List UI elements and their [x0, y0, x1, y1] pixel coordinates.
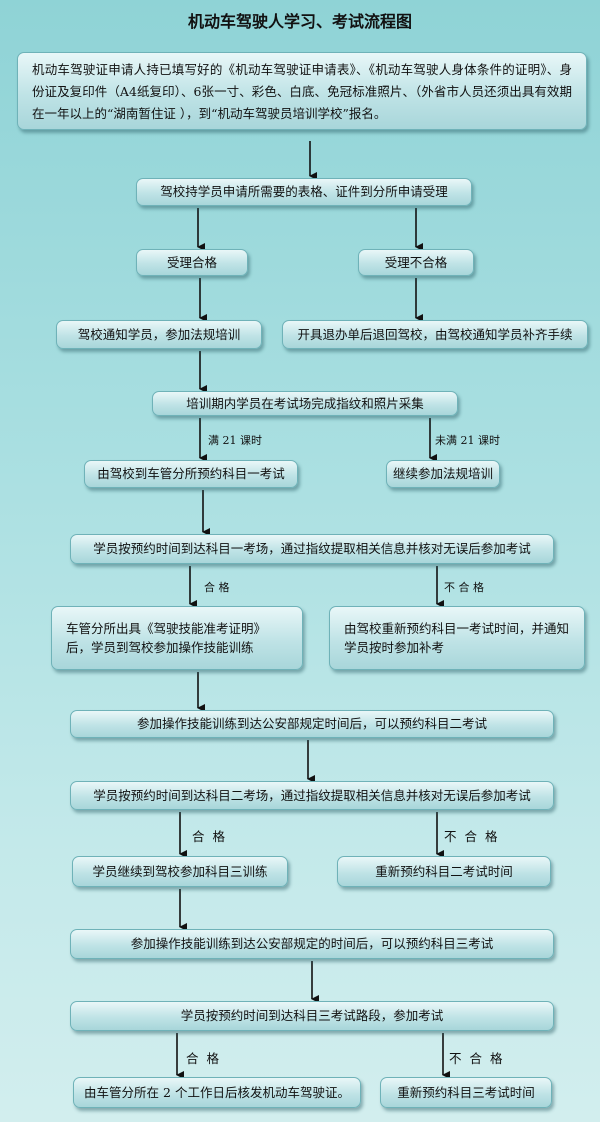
node-book-subject1: 由驾校到车管分所预约科目一考试	[84, 460, 298, 488]
label-fail-1: 不 合 格	[444, 581, 484, 594]
node-book-subject2: 参加操作技能训练到达公安部规定时间后，可以预约科目二考试	[70, 710, 554, 738]
page-title: 机动车驾驶人学习、考试流程图	[187, 12, 412, 31]
label-hours-full: 满 21 课时	[208, 434, 262, 447]
node-license: 由车管分所在 2 个工作日后核发机动车驾驶证。	[73, 1077, 361, 1108]
node-rebook1: 由驾校重新预约科目一考试时间，并通知学员按时参加补考	[329, 606, 585, 670]
node-accepted: 受理合格	[136, 249, 248, 276]
node-train3: 学员继续到驾校参加科目三训练	[72, 856, 288, 887]
node-law-training: 驾校通知学员，参加法规培训	[56, 320, 262, 349]
node-continue-training: 继续参加法规培训	[386, 460, 500, 488]
node-rejected: 受理不合格	[358, 249, 474, 276]
node-exam1: 学员按预约时间到达科目一考场，通过指纹提取相关信息并核对无误后参加考试	[70, 534, 554, 564]
node-exam2: 学员按预约时间到达科目二考场，通过指纹提取相关信息并核对无误后参加考试	[70, 781, 554, 810]
label-pass-2: 合 格	[192, 829, 227, 844]
node-exam3: 学员按预约时间到达科目三考试路段，参加考试	[70, 1001, 554, 1031]
label-fail-3: 不 合 格	[449, 1051, 505, 1066]
label-hours-not-full: 未满 21 课时	[435, 434, 500, 447]
node-rebook2: 重新预约科目二考试时间	[337, 856, 551, 887]
label-fail-2: 不 合 格	[444, 829, 500, 844]
node-permit: 车管分所出具《驾驶技能准考证明》后，学员到驾校参加操作技能训练	[51, 606, 303, 670]
label-pass-1: 合 格	[204, 581, 230, 594]
node-rebook3: 重新预约科目三考试时间	[380, 1077, 552, 1108]
node-fingerprint: 培训期内学员在考试场完成指纹和照片采集	[152, 391, 458, 416]
node-submit: 驾校持学员申请所需要的表格、证件到分所申请受理	[136, 178, 472, 206]
node-apply: 机动车驾驶证申请人持已填写好的《机动车驾驶证申请表》、《机动车驾驶人身体条件的证…	[17, 52, 587, 130]
node-book-subject3: 参加操作技能训练到达公安部规定的时间后，可以预约科目三考试	[70, 929, 554, 959]
node-refund: 开具退办单后退回驾校，由驾校通知学员补齐手续	[282, 320, 588, 349]
label-pass-3: 合 格	[186, 1051, 221, 1066]
